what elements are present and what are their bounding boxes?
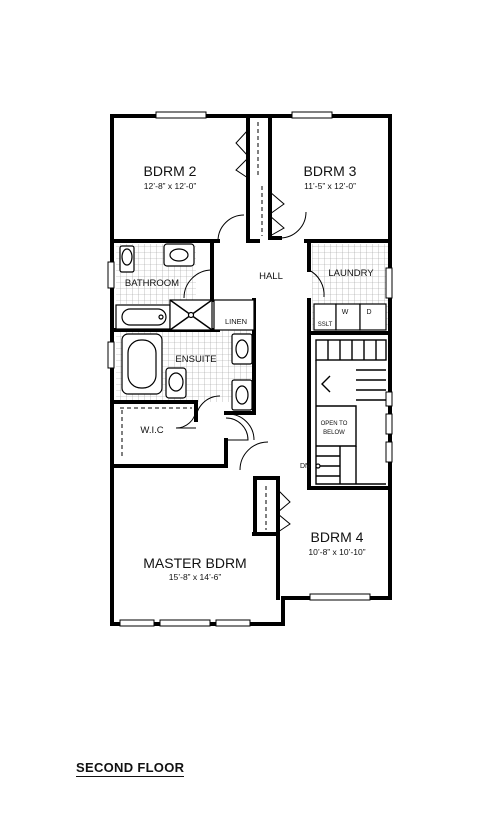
ensuite-label: ENSUITE (175, 354, 216, 365)
exterior-walls (110, 114, 392, 626)
sslt-label: SSLT (318, 322, 333, 328)
dryer-label: D (366, 309, 371, 316)
master-label: MASTER BDRM (143, 555, 246, 571)
bdrm3-dims: 11’-5” x 12’-0” (304, 181, 356, 191)
bdrm2-label: BDRM 2 (144, 163, 197, 179)
open-to-below-line2: BELOW (323, 430, 345, 436)
linen-label: LINEN (225, 317, 247, 326)
bathroom-label: BATHROOM (125, 278, 179, 289)
wic-label: W.I.C (140, 425, 163, 436)
closet-shelving (120, 122, 267, 530)
laundry-label: LAUNDRY (328, 268, 374, 279)
laundry-fixtures (313, 303, 387, 331)
floor-title: SECOND FLOOR (76, 760, 185, 777)
hall-label: HALL (259, 271, 283, 282)
staircase (315, 339, 387, 485)
bdrm2-dims: 12’-8” x 12’-0” (144, 181, 197, 191)
bdrm4-dims: 10’-8” x 10’-10” (308, 547, 365, 557)
bathroom-fixtures (115, 243, 255, 411)
bdrm3-label: BDRM 3 (304, 163, 357, 179)
windows (107, 111, 393, 627)
stair-down-label: DN (300, 463, 310, 470)
master-dims: 15’-8” x 14’-6” (169, 572, 222, 582)
washer-label: W (342, 309, 349, 316)
bdrm4-label: BDRM 4 (311, 529, 364, 545)
open-to-below-line1: OPEN TO (321, 421, 348, 427)
